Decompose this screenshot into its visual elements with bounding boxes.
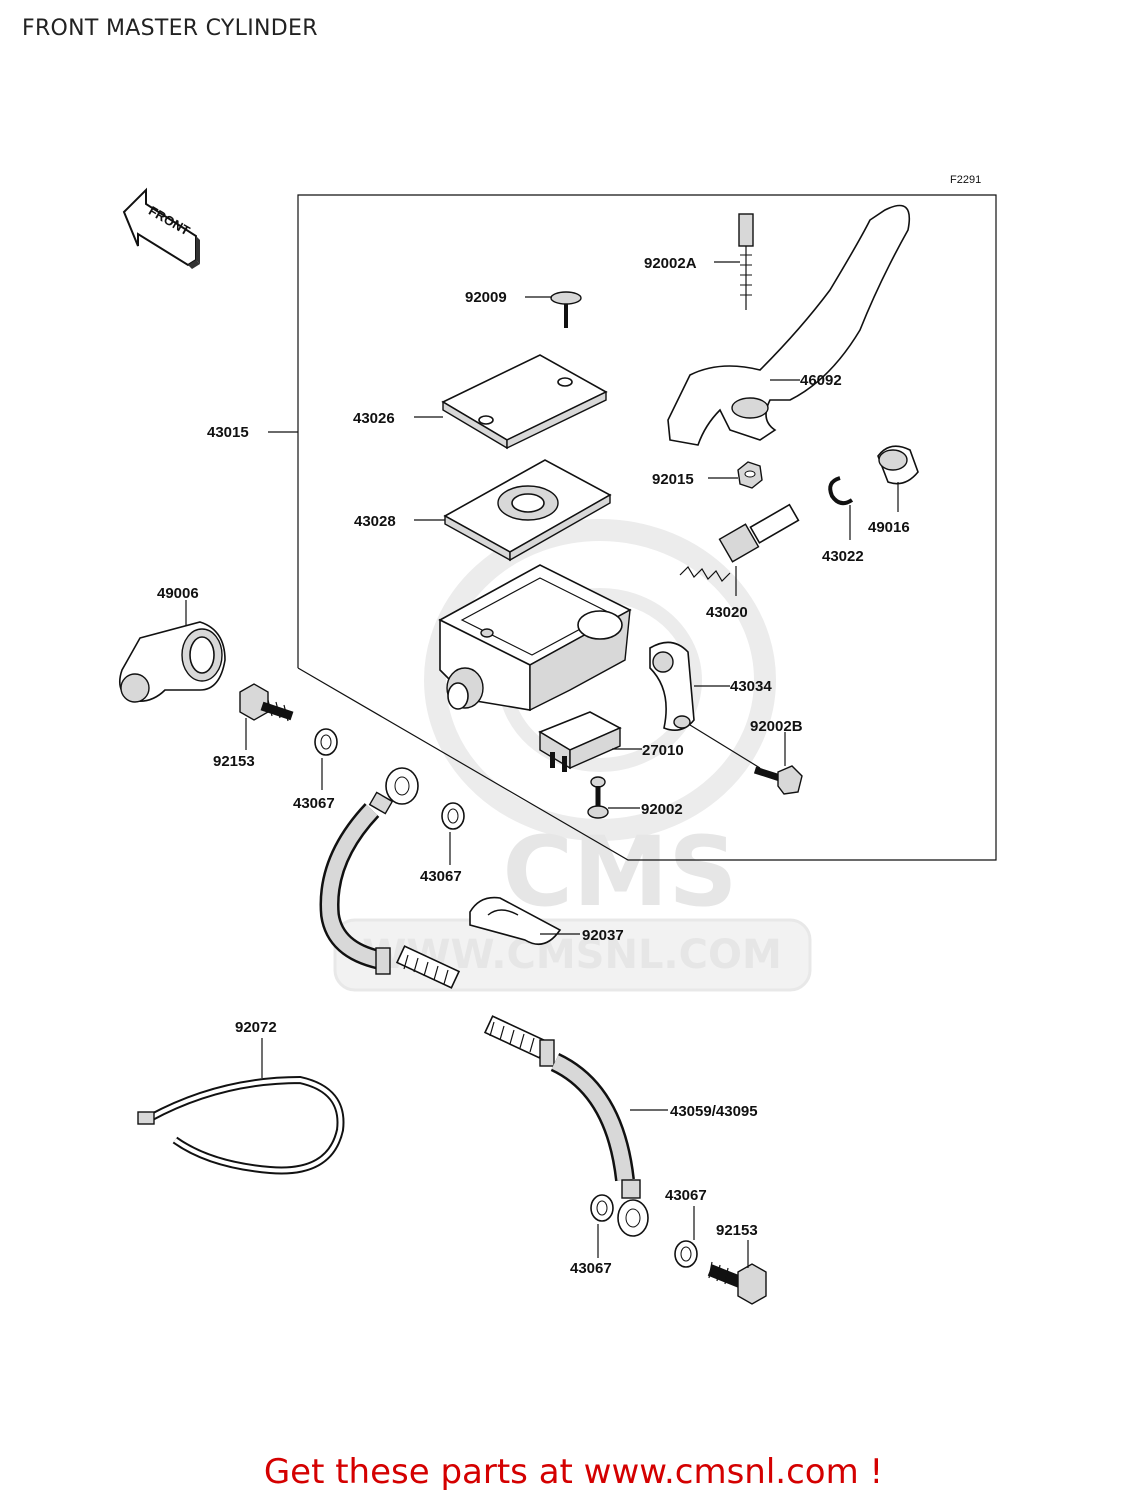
hose-clamp-92037 xyxy=(469,896,562,946)
screw-92009 xyxy=(550,291,582,328)
label-43059-43095[interactable]: 43059/43095 xyxy=(670,1103,758,1120)
label-43020[interactable]: 43020 xyxy=(706,604,748,621)
part-labels: 92002A 92009 46092 43026 43015 92015 430… xyxy=(157,255,910,1277)
bolt-92002a xyxy=(738,213,754,310)
label-43067-c[interactable]: 43067 xyxy=(665,1187,707,1204)
front-arrow-icon: FRONT xyxy=(122,187,200,269)
washer-43067-a xyxy=(314,728,338,756)
call-to-action-link[interactable]: Get these parts at www.cmsnl.com ! xyxy=(263,1452,884,1492)
screw-92002 xyxy=(587,776,609,819)
brake-hose-upper xyxy=(319,767,461,989)
bolt-92002b xyxy=(753,765,803,795)
label-43067-a[interactable]: 43067 xyxy=(293,795,335,812)
cable-tie-92072 xyxy=(137,1075,345,1175)
page-title: FRONT MASTER CYLINDER xyxy=(22,16,318,41)
banjo-bolt-92153-bottom xyxy=(707,1261,767,1305)
label-92002a[interactable]: 92002A xyxy=(644,255,697,272)
cover-49006 xyxy=(119,621,226,703)
boot-49016 xyxy=(877,445,919,485)
label-43022[interactable]: 43022 xyxy=(822,548,864,565)
washer-43067-d xyxy=(590,1194,614,1222)
label-92015[interactable]: 92015 xyxy=(652,471,694,488)
label-92037[interactable]: 92037 xyxy=(582,927,624,944)
clamp-43034 xyxy=(649,641,695,731)
label-43067-d[interactable]: 43067 xyxy=(570,1260,612,1277)
diaphragm-43028 xyxy=(443,459,612,562)
label-27010[interactable]: 27010 xyxy=(642,742,684,759)
switch-27010 xyxy=(538,711,622,772)
piston-43020 xyxy=(679,503,800,582)
label-43026[interactable]: 43026 xyxy=(353,410,395,427)
label-43067-b[interactable]: 43067 xyxy=(420,868,462,885)
brake-lever-46092 xyxy=(667,204,910,446)
label-92153-bottom[interactable]: 92153 xyxy=(716,1222,758,1239)
washer-43067-b xyxy=(441,802,465,830)
label-43028[interactable]: 43028 xyxy=(354,513,396,530)
watermark-brand: CMS xyxy=(502,816,737,928)
brake-hose-lower xyxy=(483,1015,649,1237)
label-43034[interactable]: 43034 xyxy=(730,678,772,695)
figure-code: F2291 xyxy=(950,174,981,186)
label-49016[interactable]: 49016 xyxy=(868,519,910,536)
master-cylinder-body xyxy=(438,564,632,712)
banjo-bolt-92153-top xyxy=(239,683,294,722)
washer-43067-c xyxy=(674,1240,698,1268)
label-92002[interactable]: 92002 xyxy=(641,801,683,818)
label-92072[interactable]: 92072 xyxy=(235,1019,277,1036)
label-46092[interactable]: 46092 xyxy=(800,372,842,389)
nut-92015 xyxy=(737,461,763,489)
assembly-outline xyxy=(297,194,997,861)
label-92153-top[interactable]: 92153 xyxy=(213,753,255,770)
label-92009[interactable]: 92009 xyxy=(465,289,507,306)
label-49006[interactable]: 49006 xyxy=(157,585,199,602)
label-43015[interactable]: 43015 xyxy=(207,424,249,441)
reservoir-cap-43026 xyxy=(441,354,608,450)
circlip-43022 xyxy=(828,476,854,506)
label-92002b[interactable]: 92002B xyxy=(750,718,803,735)
